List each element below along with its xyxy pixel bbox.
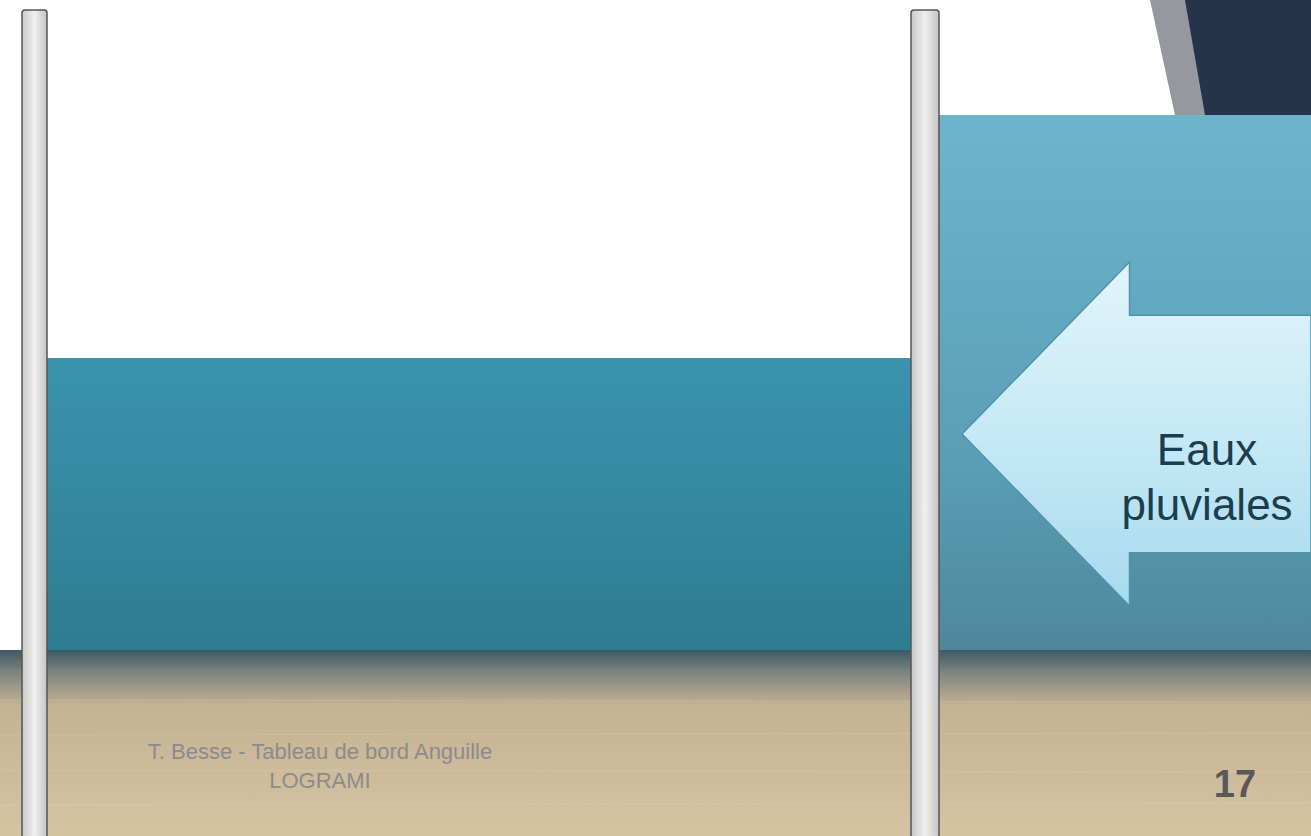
dark-slab bbox=[1185, 0, 1311, 115]
arrow-shape: Eaux pluviales bbox=[962, 262, 1311, 606]
slide-number: 17 bbox=[1180, 762, 1290, 808]
arrow-fill bbox=[962, 262, 1311, 606]
node-label: Eaux pluviales bbox=[1112, 422, 1302, 532]
sand-texture bbox=[0, 700, 1311, 805]
arrow-outline bbox=[962, 262, 1311, 606]
footer-note: T. Besse - Tableau de bord Anguille LOGR… bbox=[110, 738, 530, 795]
slab-edge bbox=[1150, 0, 1311, 115]
sand-bed bbox=[0, 650, 1311, 836]
side-water bbox=[930, 115, 1311, 675]
water-body bbox=[30, 358, 930, 668]
left-post bbox=[22, 10, 47, 836]
right-post bbox=[911, 10, 939, 836]
